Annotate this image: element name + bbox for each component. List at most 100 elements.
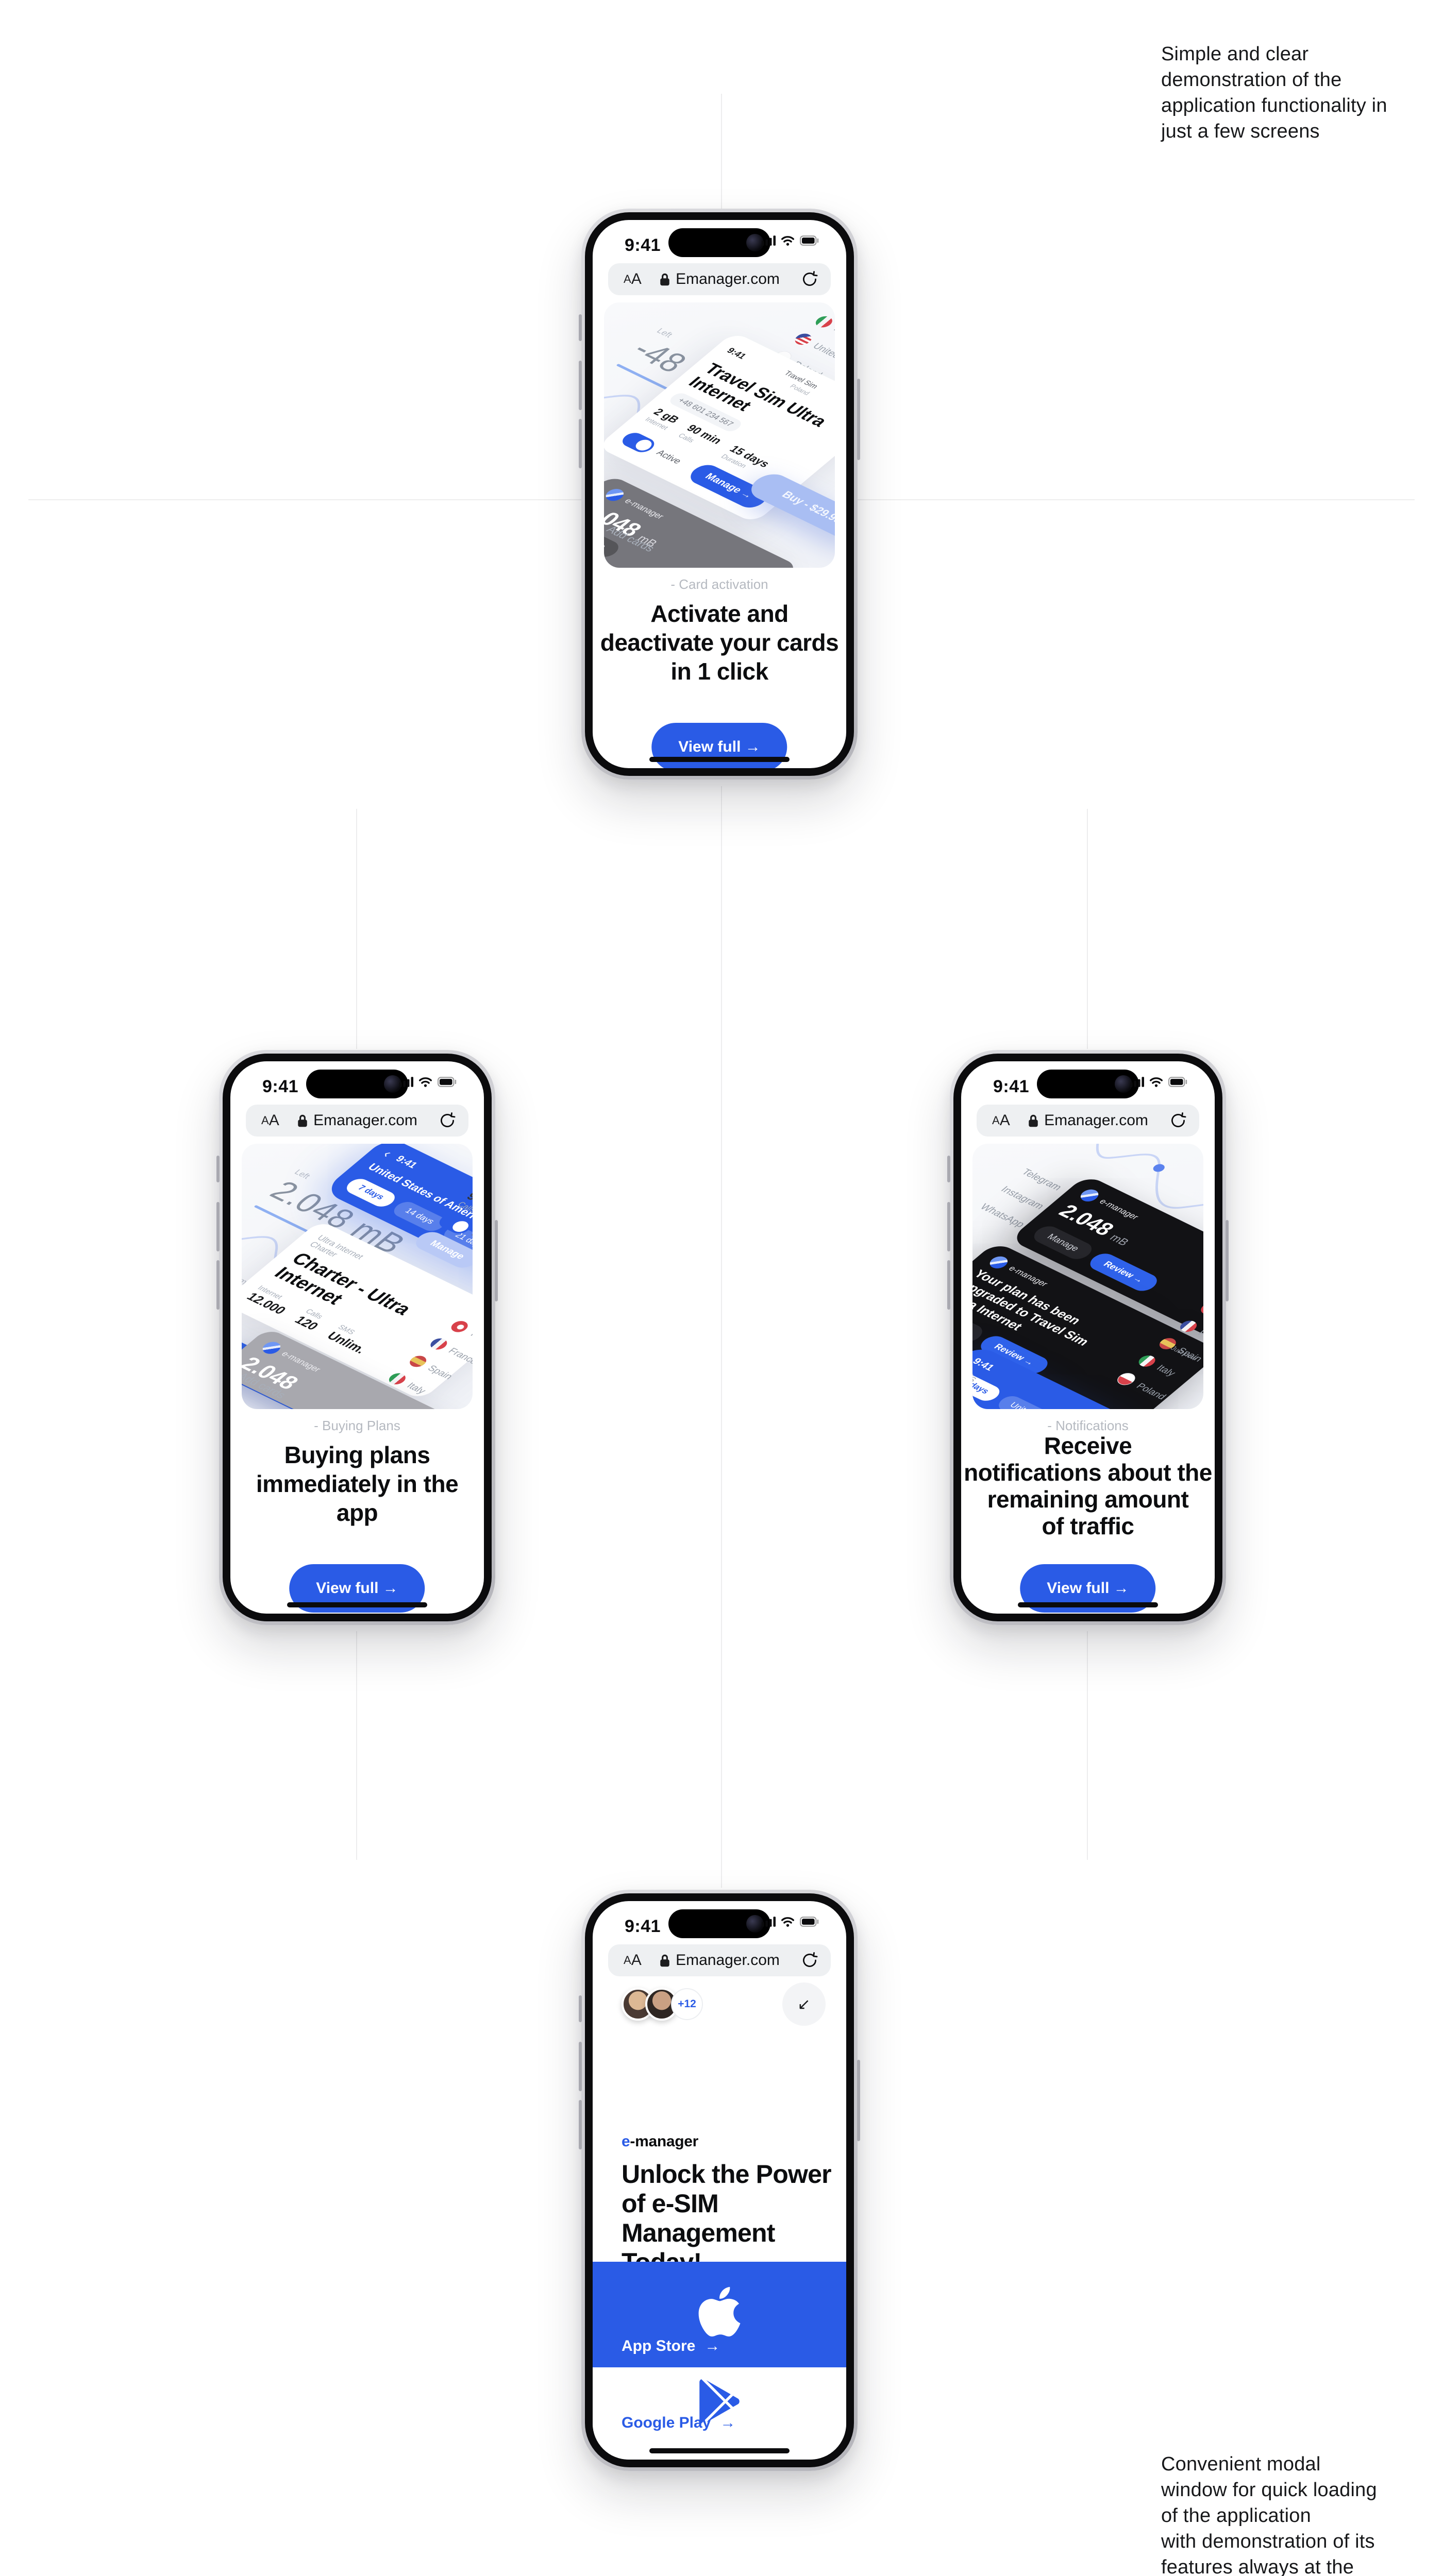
signal-icon — [762, 235, 776, 246]
usa-flag-icon — [792, 331, 815, 347]
dynamic-island — [668, 228, 770, 257]
status-icons — [399, 1077, 457, 1087]
url-text[interactable]: Emanager.com — [676, 270, 780, 287]
hero-illustration-card-activation: Left -48 mB from 12.000 mB Calls — [604, 302, 835, 568]
url-text[interactable]: Emanager.com — [1044, 1112, 1148, 1129]
emanager-logo-icon — [259, 1339, 284, 1356]
avatars-group: +12 — [622, 1988, 703, 2021]
battery-icon — [800, 1917, 819, 1927]
status-time: 9:41 — [625, 1917, 661, 1936]
refresh-icon — [803, 1952, 818, 1967]
mute-switch — [216, 1156, 220, 1182]
refresh-button[interactable] — [1169, 1112, 1187, 1132]
section-tag: - Card activation — [670, 577, 768, 592]
google-play-panel[interactable] — [593, 2367, 846, 2460]
battery-icon — [800, 235, 819, 246]
section-heading: Activate and deactivate your cards in 1 … — [600, 600, 839, 685]
volume-up-button — [579, 361, 582, 410]
camera-icon — [746, 234, 764, 251]
emanager-logo-icon — [604, 486, 628, 503]
section-heading: Receive notifications about the remainin… — [964, 1432, 1212, 1539]
wifi-icon — [1150, 1077, 1163, 1087]
url-text[interactable]: Emanager.com — [676, 1952, 780, 1969]
volume-up-button — [216, 1202, 220, 1251]
volume-down-button — [579, 2100, 582, 2149]
battery-icon — [1168, 1077, 1187, 1087]
app-store-panel[interactable]: App Store→ — [593, 2262, 846, 2367]
lock-icon — [660, 1954, 669, 1967]
home-indicator[interactable] — [1018, 1602, 1158, 1607]
more-users-badge: +12 — [671, 1988, 703, 2020]
grid-line-vertical-center — [721, 786, 722, 1888]
refresh-button[interactable] — [801, 270, 818, 291]
url-text[interactable]: Emanager.com — [313, 1112, 417, 1129]
dynamic-island — [306, 1070, 408, 1098]
refresh-icon — [803, 271, 818, 286]
modal-heading: Unlock the Power of e-SIM Management Tod… — [622, 2160, 832, 2277]
status-time: 9:41 — [993, 1077, 1030, 1096]
section-tag: - Buying Plans — [314, 1418, 400, 1433]
camera-icon — [384, 1075, 401, 1093]
lock-icon — [660, 273, 669, 286]
dynamic-island — [668, 1909, 770, 1938]
grid-line-vertical-left-bottom — [356, 1631, 357, 1860]
grid-line-vertical-right-bottom — [1087, 1631, 1088, 1860]
volume-up-button — [579, 2042, 582, 2091]
hero-illustration-notifications: Telegram327 mB Instagram327 mB WhatsApp3… — [972, 1144, 1203, 1409]
refresh-button[interactable] — [439, 1112, 456, 1132]
grid-line-vertical-center-top — [721, 94, 722, 209]
home-indicator[interactable] — [649, 757, 790, 762]
section-tag: - Notifications — [1047, 1418, 1129, 1433]
home-indicator[interactable] — [649, 2448, 790, 2453]
dynamic-island — [1037, 1070, 1139, 1098]
refresh-icon — [441, 1112, 456, 1127]
status-time: 9:41 — [625, 235, 661, 255]
google-play-link[interactable]: Google Play→ — [622, 2414, 736, 2431]
italy-flag-icon — [812, 314, 835, 329]
app-store-link[interactable]: App Store→ — [622, 2337, 720, 2354]
hero-illustration-buying-plans: Left 2.048 mB Calls 327 mB 327 mB — [242, 1144, 473, 1409]
collapse-button[interactable]: ↙ — [782, 1982, 826, 2026]
signal-icon — [1130, 1077, 1144, 1087]
signal-icon — [399, 1077, 413, 1087]
brand-logo: e-manager — [622, 2133, 699, 2150]
apple-icon — [698, 2286, 741, 2337]
wifi-icon — [781, 1917, 795, 1927]
status-icons — [1130, 1077, 1188, 1087]
power-button — [857, 2060, 860, 2141]
emanager-logo-icon — [986, 1253, 1012, 1270]
power-button — [857, 379, 860, 460]
annotation-top-right: Simple and clear demonstration of the ap… — [1161, 43, 1387, 142]
lock-icon — [1029, 1114, 1038, 1127]
section-heading: Buying plans immediately in the app — [256, 1442, 459, 1526]
wifi-icon — [781, 236, 795, 246]
camera-icon — [1115, 1075, 1132, 1093]
home-indicator[interactable] — [287, 1602, 427, 1607]
refresh-button[interactable] — [801, 1952, 818, 1972]
signal-icon — [762, 1917, 776, 1927]
status-icons — [762, 235, 819, 246]
annotation-bottom-right: Convenient modal window for quick loadin… — [1161, 2453, 1377, 2576]
power-button — [1226, 1220, 1229, 1301]
